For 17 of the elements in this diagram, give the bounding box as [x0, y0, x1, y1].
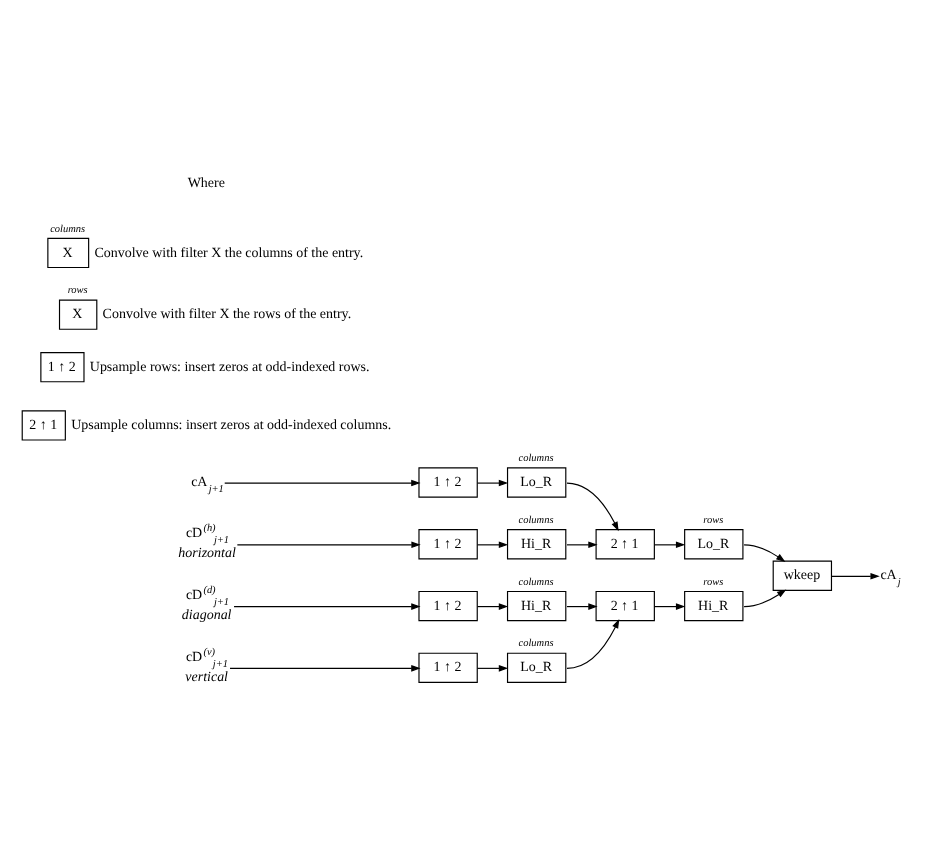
arrow: [233, 603, 421, 610]
arrow: [654, 541, 686, 549]
arrow: [476, 541, 509, 549]
arrow: [476, 603, 509, 610]
arrow: [229, 665, 421, 672]
arrow: [224, 479, 421, 487]
arrow: [831, 573, 880, 580]
arrow: [654, 603, 686, 610]
arrow: [476, 665, 509, 672]
arrow: [236, 541, 421, 549]
arrow: [566, 619, 620, 669]
arrow: [566, 541, 598, 549]
arrow: [476, 479, 509, 487]
arrow: [566, 603, 598, 610]
arrow: [743, 589, 787, 608]
arrow: [566, 482, 619, 532]
arrow: [743, 544, 786, 562]
